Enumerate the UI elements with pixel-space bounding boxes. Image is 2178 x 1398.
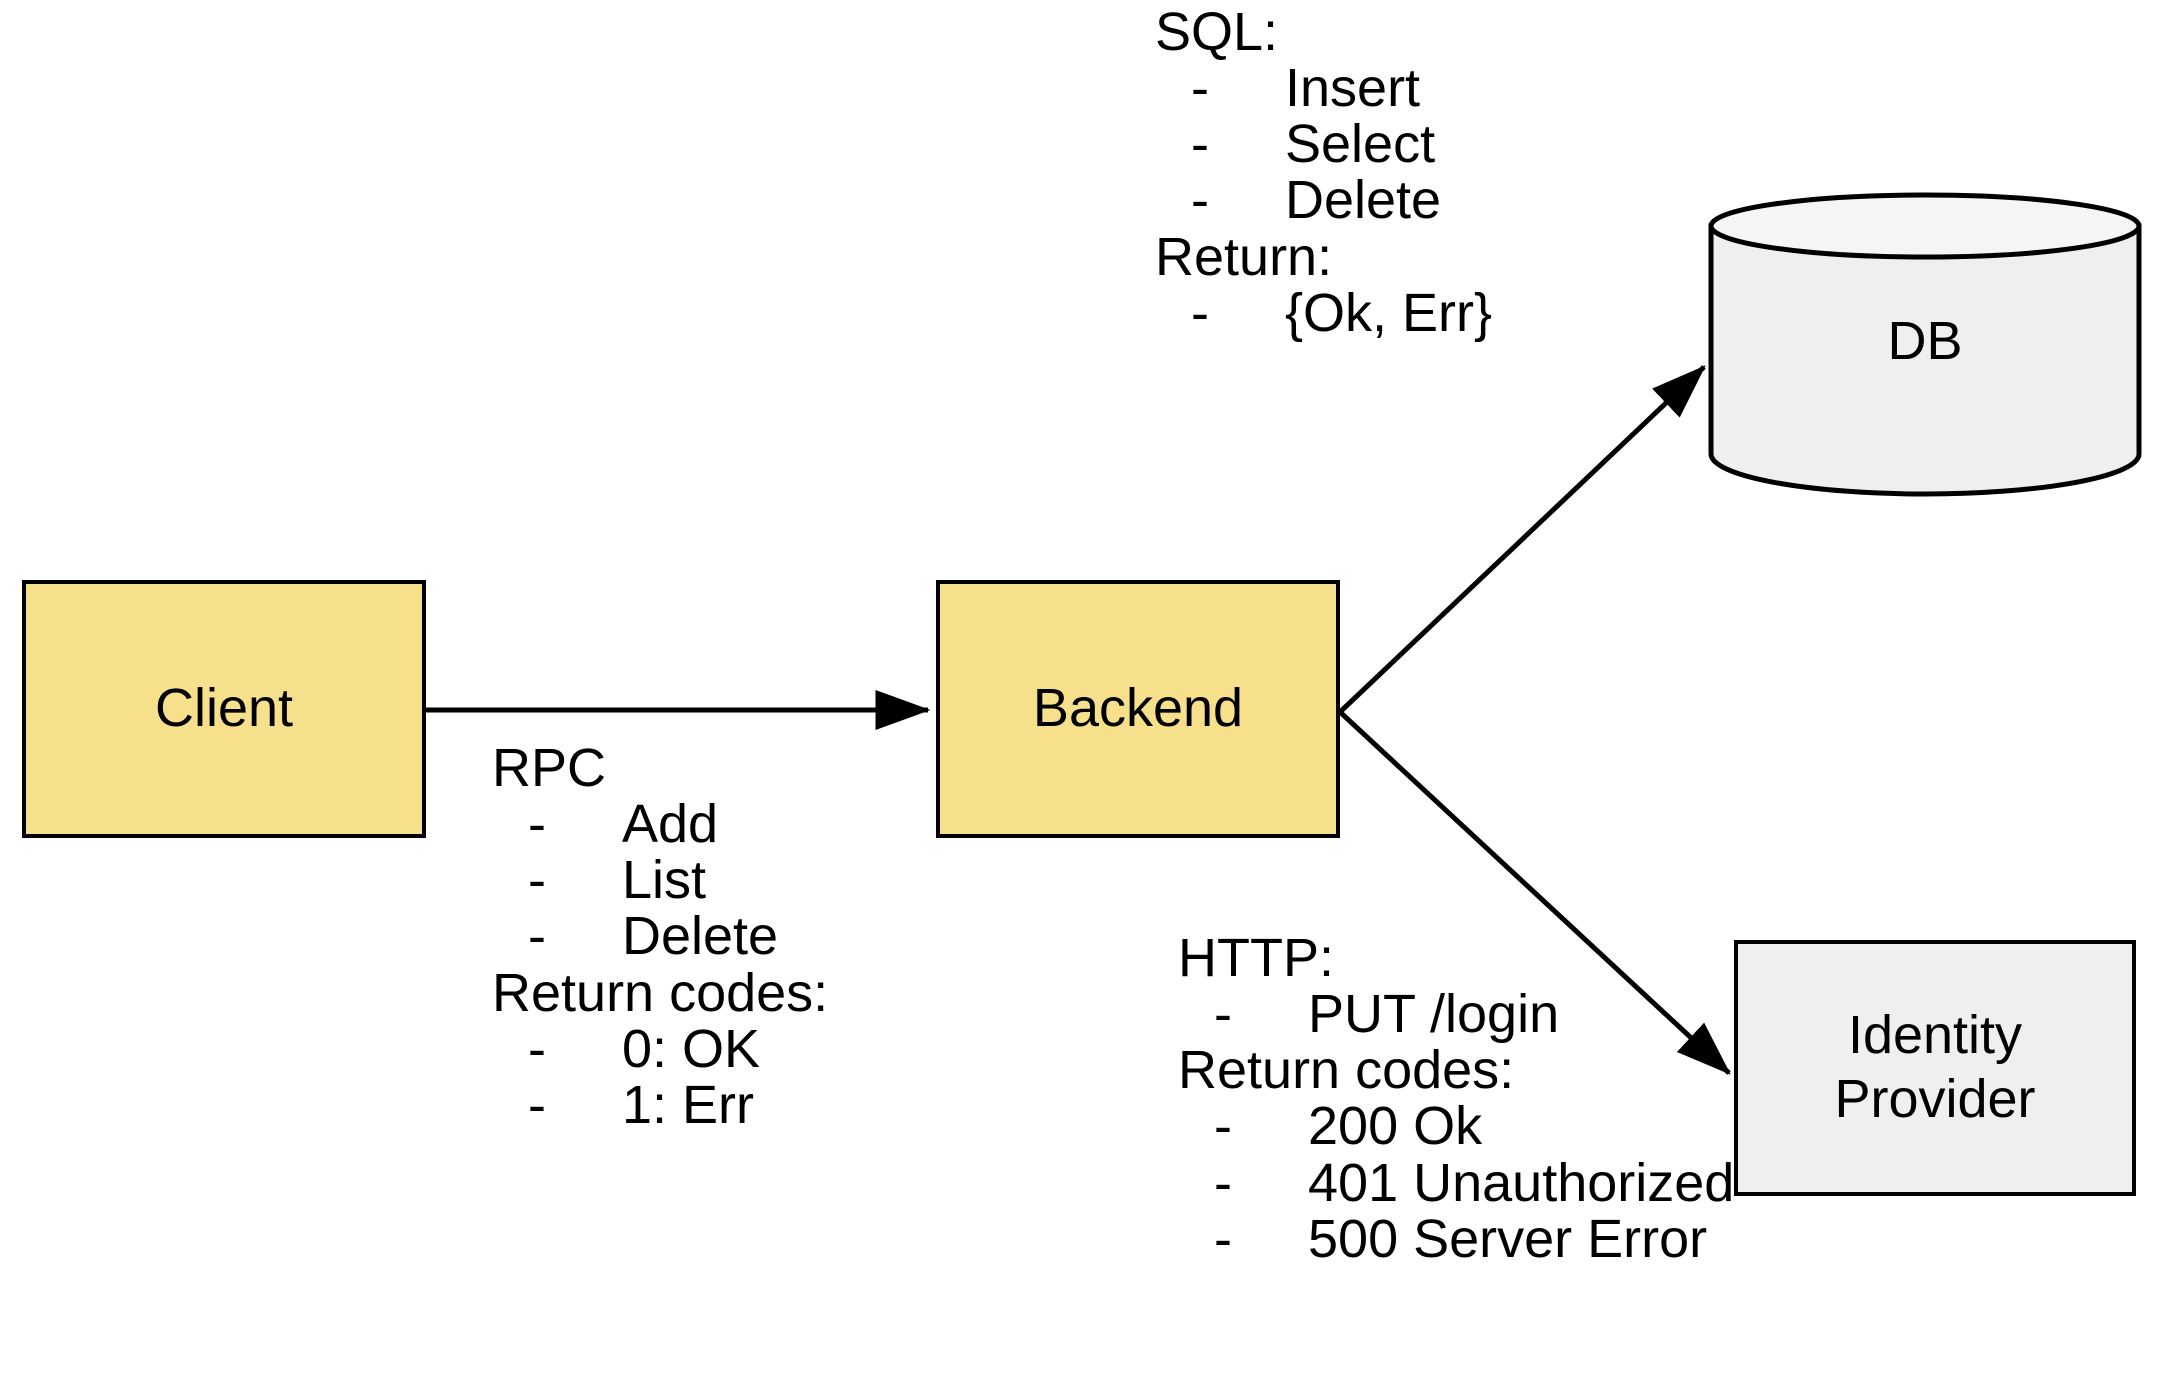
rpc-item-0: - Add [492,796,828,852]
sql-dash-2: - [1191,170,1209,231]
sql-dash-0: - [1191,58,1209,119]
http-item-0-label: PUT /login [1308,984,1560,1045]
http-heading: HTTP: [1178,928,1334,988]
sql-dash-1: - [1191,114,1209,175]
rpc-dash-0: - [528,794,546,855]
node-client[interactable]: Client [22,580,426,838]
rpc-return-item-0-label: 0: OK [622,1018,761,1079]
node-db-label: DB [1887,311,1963,371]
rpc-dash-1: - [528,850,546,911]
http-return-dash-2: - [1214,1208,1232,1269]
node-identity-provider-label: Identity Provider [1834,1005,2036,1129]
sql-return-item-0: - {Ok, Err} [1155,285,1492,341]
http-item-0: - PUT /login [1178,986,1734,1042]
http-return-item-2-label: 500 Server Error [1308,1208,1708,1269]
http-return-heading: Return codes: [1178,1040,1515,1101]
http-return-dash-1: - [1214,1152,1232,1213]
rpc-return-item-0: - 0: OK [492,1021,828,1077]
sql-item-0-label: Insert [1285,58,1421,119]
sql-item-1: - Select [1155,116,1492,172]
annotation-rpc: RPC - Add - List - Delete Return codes: - 0:… [492,740,828,1133]
rpc-heading: RPC [492,738,607,798]
http-return-item-0: - 200 Ok [1178,1098,1734,1154]
annotation-http: HTTP: -PUT /login Return codes: -200 Ok … [1178,930,1734,1267]
node-client-label: Client [154,678,294,739]
database-cylinder-icon [1708,192,2142,497]
rpc-item-0-label: Add [622,794,719,855]
node-db[interactable]: DB [1708,192,2142,517]
sql-item-0: - Insert [1155,60,1492,116]
rpc-return-item-1-label: 1: Err [622,1074,755,1135]
node-backend-label: Backend [1032,678,1244,739]
sql-item-2-label: Delete [1285,170,1442,231]
http-return-item-1: - 401 Unauthorized [1178,1152,1735,1213]
sql-return-dash-0: - [1191,282,1209,343]
http-dash-0: - [1214,984,1232,1045]
rpc-item-2: - Delete [492,908,828,964]
http-return-item-2: - 500 Server Error [1178,1211,1734,1267]
rpc-item-2-label: Delete [622,906,779,967]
http-return-dash-0: - [1214,1096,1232,1157]
rpc-item-1: - List [492,852,828,908]
rpc-item-1-label: List [622,850,707,911]
sql-return-heading: Return: [1155,226,1333,287]
rpc-dash-2: - [528,906,546,967]
annotation-sql: SQL: - Insert - Select - Delete Return: - {O… [1155,4,1492,341]
rpc-return-heading: Return codes: [492,962,829,1023]
rpc-return-dash-1: - [528,1074,546,1135]
sql-heading: SQL: [1155,2,1279,62]
sql-item-1-label: Select [1285,114,1436,175]
node-identity-provider[interactable]: Identity Provider [1734,940,2136,1196]
sql-return-item-0-label: {Ok, Err} [1285,282,1493,343]
node-backend[interactable]: Backend [936,580,1340,838]
http-return-item-0-label: 200 Ok [1308,1096,1483,1157]
edge-backend-to-db [1338,365,1706,714]
rpc-return-item-1: - 1: Err [492,1077,828,1133]
rpc-return-dash-0: - [528,1018,546,1079]
http-return-item-1-label: 401 Unauthorized [1308,1152,1735,1213]
sql-item-2: - Delete [1155,172,1492,228]
